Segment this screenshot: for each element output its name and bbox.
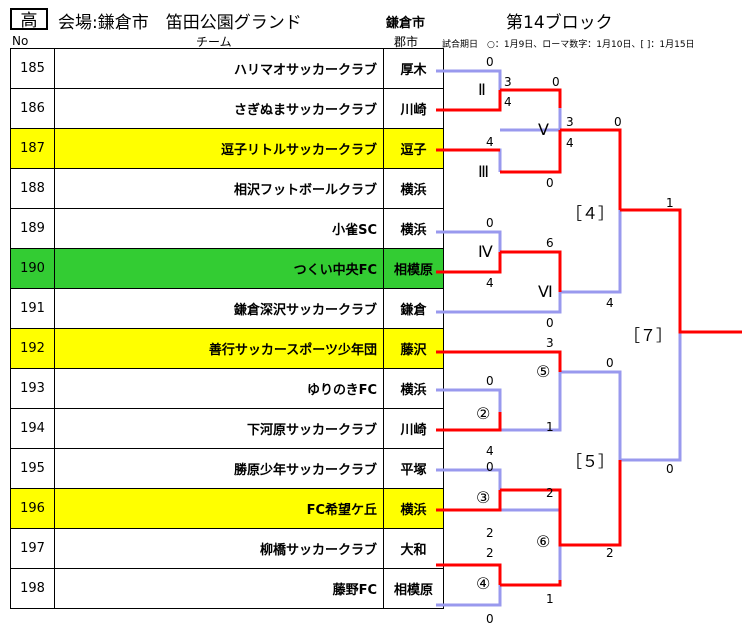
team-city: 相模原 [383,568,444,609]
score: 0 [486,55,494,69]
score: 3 [546,336,554,350]
team-number: 191 [10,288,55,329]
team-number: 197 [10,528,55,569]
match-label-c2: ② [476,404,491,423]
score: 0 [486,460,494,474]
match-label-6: Ⅵ [538,282,553,301]
team-number: 187 [10,128,55,169]
venue-title: 会場:鎌倉市 笛田公園グランド [58,13,302,33]
score: 4 [486,135,494,149]
score: 1 [546,592,554,606]
score: 2 [606,546,614,560]
team-number: 190 [10,248,55,289]
team-city: 相模原 [383,248,444,289]
score: 0 [486,216,494,230]
team-number: 186 [10,88,55,129]
match-label-2: Ⅱ [478,80,486,99]
score: 0 [606,356,614,370]
schedule-legend: 試合期日 ○：1月9日、ローマ数字：1月10日、[ ]：1月15日 [442,40,695,50]
team-city: 逗子 [383,128,444,169]
team-name: 藤野FC [54,568,384,609]
score: 3 [566,115,574,129]
score: 0 [614,115,622,129]
score: 3 [504,75,512,89]
score: 2 [486,526,494,540]
match-label-c3: ③ [476,488,491,507]
score: 4 [486,444,494,458]
score: 1 [546,420,554,434]
match-label-c4: ④ [476,574,491,593]
score: 2 [486,546,494,560]
team-name: 逗子リトルサッカークラブ [54,128,384,169]
bracket-winner-lines [436,88,742,587]
col-header-team: チーム [196,35,232,49]
match-label-c5: ⑤ [536,362,551,381]
score: 4 [504,95,512,109]
score: 6 [546,236,554,250]
score: 0 [486,612,494,626]
match-label-b5: ［５］ [566,452,615,471]
team-name: 相沢フットボールクラブ [54,168,384,209]
team-name: ゆりのきFC [54,368,384,409]
team-city: 平塚 [383,448,444,489]
team-number: 195 [10,448,55,489]
team-number: 192 [10,328,55,369]
match-label-c6: ⑥ [536,532,551,551]
team-name: つくい中央FC [54,248,384,289]
col-header-city: 郡市 [394,35,419,49]
score: 0 [546,316,554,330]
score: 1 [666,196,674,210]
score: 0 [666,462,674,476]
match-label-3: Ⅲ [478,162,490,181]
team-city: 横浜 [383,208,444,249]
match-label-b7: ［７］ [624,326,673,345]
score: 0 [552,75,560,89]
team-city: 藤沢 [383,328,444,369]
match-label-b4: ［４］ [566,204,615,223]
team-city: 横浜 [383,168,444,209]
team-name: 下河原サッカークラブ [54,408,384,449]
team-number: 194 [10,408,55,449]
match-label-4: Ⅳ [478,242,493,261]
score: 0 [486,374,494,388]
score: 2 [546,486,554,500]
team-name: 善行サッカースポーツ少年団 [54,328,384,369]
bracket-loser-lines [436,69,682,607]
block-title: 第14ブロック [506,13,613,33]
score: 4 [566,136,574,150]
match-label-5: Ⅴ [538,120,549,139]
team-city: 川崎 [383,88,444,129]
score: 4 [606,296,614,310]
team-number: 198 [10,568,55,609]
team-name: 小雀SC [54,208,384,249]
team-city: 大和 [383,528,444,569]
team-number: 193 [10,368,55,409]
grade-badge: 高 [10,8,48,31]
score: 0 [546,176,554,190]
col-header-no: No [12,34,29,48]
team-city: 鎌倉 [383,288,444,329]
score: 4 [486,276,494,290]
venue-city: 鎌倉市 [386,16,426,31]
